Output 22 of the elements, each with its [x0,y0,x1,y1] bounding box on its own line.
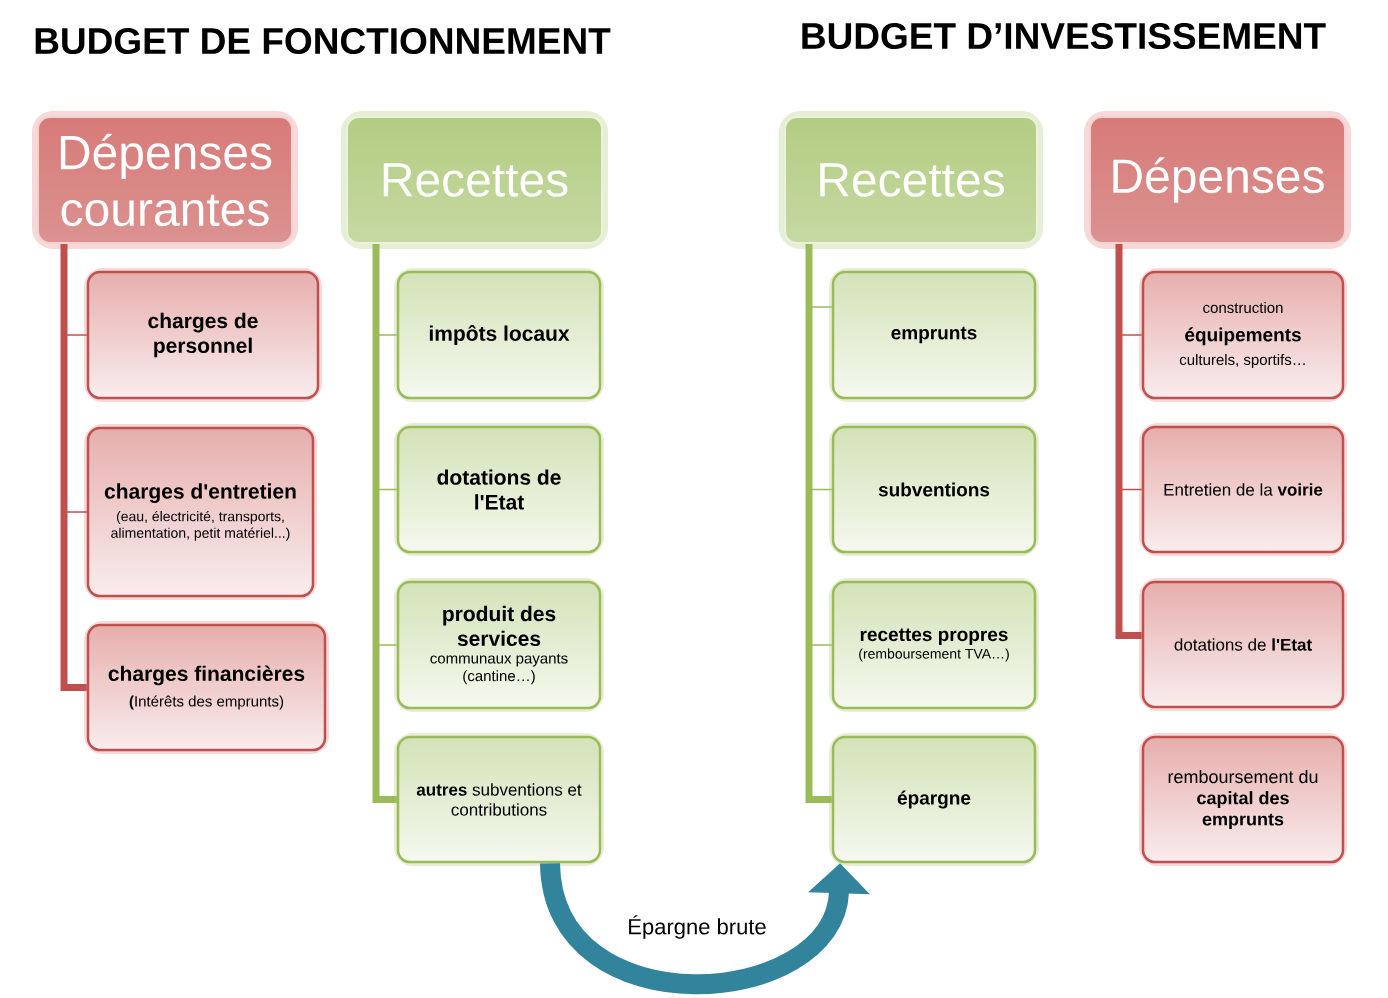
item-box: construction équipements culturels, sportifs… [1139,268,1347,402]
section-heading: BUDGET D’INVESTISSEMENT [802,22,1326,50]
item-box: recettes propres (remboursement TVA…) [829,578,1039,712]
item-box: épargne [829,733,1039,866]
item-box: charges financières (Intérêts des emprunts) [84,621,329,754]
item-box: impôts locaux [394,268,604,402]
item-box: charges d'entretien (eau, électricité, transports, alimentation, petit matériel...) [84,424,317,600]
section-heading: BUDGET DE FONCTIONNEMENT [35,27,611,55]
header-box: Dépenses [1084,111,1351,249]
item-box: dotations de l'Etat [1139,578,1347,711]
edge-label: Épargne brute [625,913,769,941]
item-box: autres subventions et contributions [394,733,604,866]
item-box: produit des services communaux payants (cantine…) [394,578,604,712]
item-box: subventions [829,423,1039,556]
item-box: remboursement du capital des emprunts [1139,733,1347,866]
header-box: Recettes [341,111,608,249]
header-box: Dépenses courantes [32,111,298,249]
item-box: charges de personnel [84,268,322,402]
item-box: emprunts [829,268,1039,402]
header-box: Recettes [779,111,1043,249]
item-box: dotations de l'Etat [394,423,604,556]
item-box: Entretien de la voirie [1139,423,1347,556]
